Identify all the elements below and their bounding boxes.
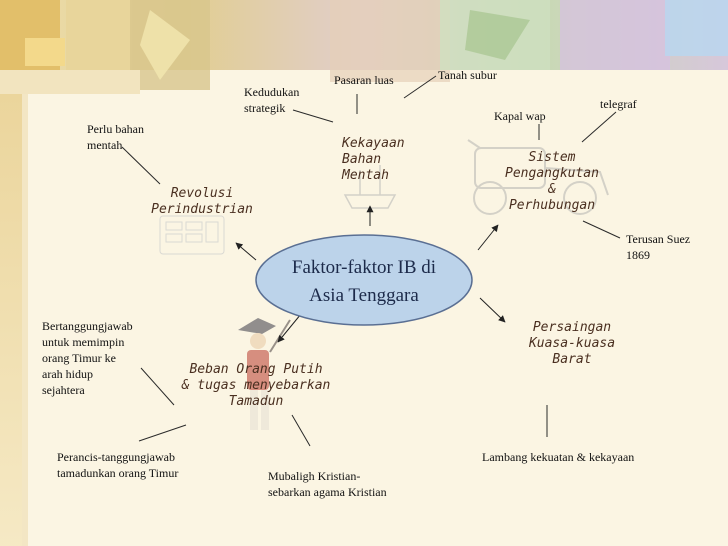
calculator-watermark — [159, 215, 225, 255]
note-bertanggung-line-3: orang Timur ke — [42, 351, 117, 365]
node-beban-line-2: & tugas menyebarkan — [181, 378, 331, 393]
note-kedudukan-line-2: strategik — [244, 101, 286, 115]
note-terusan-line-1: Terusan Suez — [626, 232, 691, 246]
note-pasaran-luas: Pasaran luas — [334, 73, 394, 87]
note-bertanggung-line-5: sejahtera — [42, 383, 85, 397]
vessel-watermark — [343, 165, 397, 209]
note-perancis: Perancis-tanggungjawab tamadunkan orang … — [57, 449, 178, 481]
connector-lines — [121, 75, 621, 447]
node-kekayaan-line-2: Bahan — [342, 152, 382, 167]
note-perancis-line-2: tamadunkan orang Timur — [57, 466, 179, 480]
node-persaingan-line-1: Persaingan — [532, 320, 612, 335]
node-persaingan-line-2: Kuasa-kuasa — [528, 336, 616, 351]
center-line-2: Asia Tenggara — [309, 285, 419, 306]
node-sistem-line-1: Sistem — [528, 150, 576, 165]
note-mubaligh-kristian: Mubaligh Kristian- sebarkan agama Kristi… — [268, 468, 387, 500]
note-bertanggung-line-1: Bertanggungjawab — [42, 319, 133, 333]
node-kekayaan-line-3: Mentah — [342, 168, 389, 183]
node-sistem-line-2: Pengangkutan — [505, 166, 599, 181]
note-kedudukan-strategik: Kedudukan strategik — [244, 84, 299, 116]
note-perlu-line-2: mentah — [87, 138, 123, 152]
node-beban-orang-putih: Beban Orang Putih & tugas menyebarkan Ta… — [168, 362, 344, 410]
note-bertanggung-line-4: arah hidup — [42, 367, 93, 381]
center-line-1: Faktor-faktor IB di — [291, 257, 437, 278]
node-revolusi-perindustrian: Revolusi Perindustrian — [144, 186, 260, 218]
node-beban-line-1: Beban Orang Putih — [189, 362, 323, 377]
note-lambang-kekuatan: Lambang kekuatan & kekayaan — [482, 450, 635, 464]
node-persaingan-kuasa-barat: Persaingan Kuasa-kuasa Barat — [512, 320, 632, 368]
node-revolusi-line-1: Revolusi — [170, 186, 234, 201]
note-perancis-line-1: Perancis-tanggungjawab — [57, 450, 175, 464]
center-ellipse — [255, 234, 473, 326]
note-bertanggung-line-2: untuk memimpin — [42, 335, 125, 349]
note-telegraf: telegraf — [600, 97, 637, 111]
note-terusan-suez: Terusan Suez 1869 — [626, 231, 690, 263]
note-mubaligh-line-1: Mubaligh Kristian- — [268, 469, 361, 483]
node-persaingan-line-3: Barat — [552, 352, 592, 367]
note-perlu-bahan-mentah: Perlu bahan mentah — [87, 121, 144, 153]
note-perlu-line-1: Perlu bahan — [87, 122, 144, 136]
node-sistem-line-4: Perhubungan — [508, 198, 596, 213]
node-sistem-pengangkutan: Sistem Pengangkutan & Perhubungan — [490, 150, 614, 214]
node-kekayaan-bahan-mentah: Kekayaan Bahan Mentah — [342, 136, 405, 184]
node-revolusi-line-2: Perindustrian — [151, 202, 253, 217]
note-mubaligh-line-2: sebarkan agama Kristian — [268, 485, 387, 499]
note-kapal-wap: Kapal wap — [494, 109, 546, 123]
vintage-car-watermark — [467, 139, 609, 215]
center-topic-label: Faktor-faktor IB di Asia Tenggara — [255, 244, 473, 320]
arrows — [235, 205, 506, 343]
note-kedudukan-line-1: Kedudukan — [244, 85, 300, 99]
node-beban-line-3: Tamadun — [228, 394, 284, 409]
note-tanah-subur: Tanah subur — [438, 68, 497, 82]
note-terusan-line-2: 1869 — [626, 248, 650, 262]
note-bertanggungjawab: Bertanggungjawab untuk memimpin orang Ti… — [42, 318, 133, 398]
node-kekayaan-line-1: Kekayaan — [342, 136, 405, 151]
node-sistem-line-3: & — [548, 182, 556, 197]
